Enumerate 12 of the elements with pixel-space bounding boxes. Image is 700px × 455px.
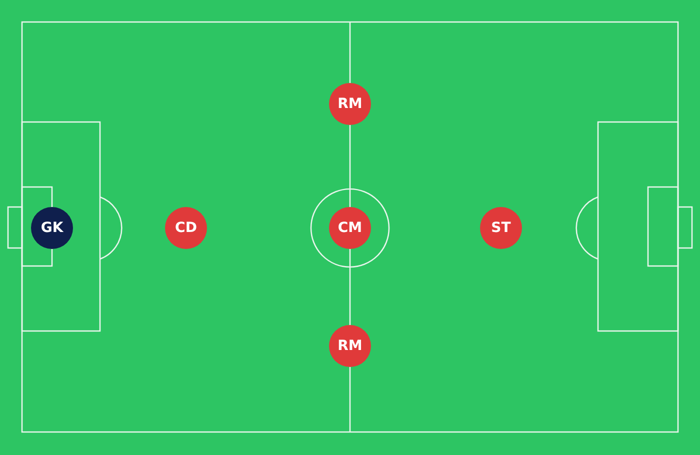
player-marker	[165, 207, 207, 249]
player-marker	[480, 207, 522, 249]
player-marker	[329, 325, 371, 367]
position-label: CM	[338, 220, 362, 236]
position-label: GK	[40, 220, 64, 236]
player-marker	[329, 83, 371, 125]
player-marker	[329, 207, 371, 249]
position-label: RM	[338, 338, 362, 354]
position-label: CD	[175, 220, 197, 236]
position-label: RM	[338, 96, 362, 112]
position-label: ST	[491, 220, 511, 236]
player-marker	[31, 207, 73, 249]
